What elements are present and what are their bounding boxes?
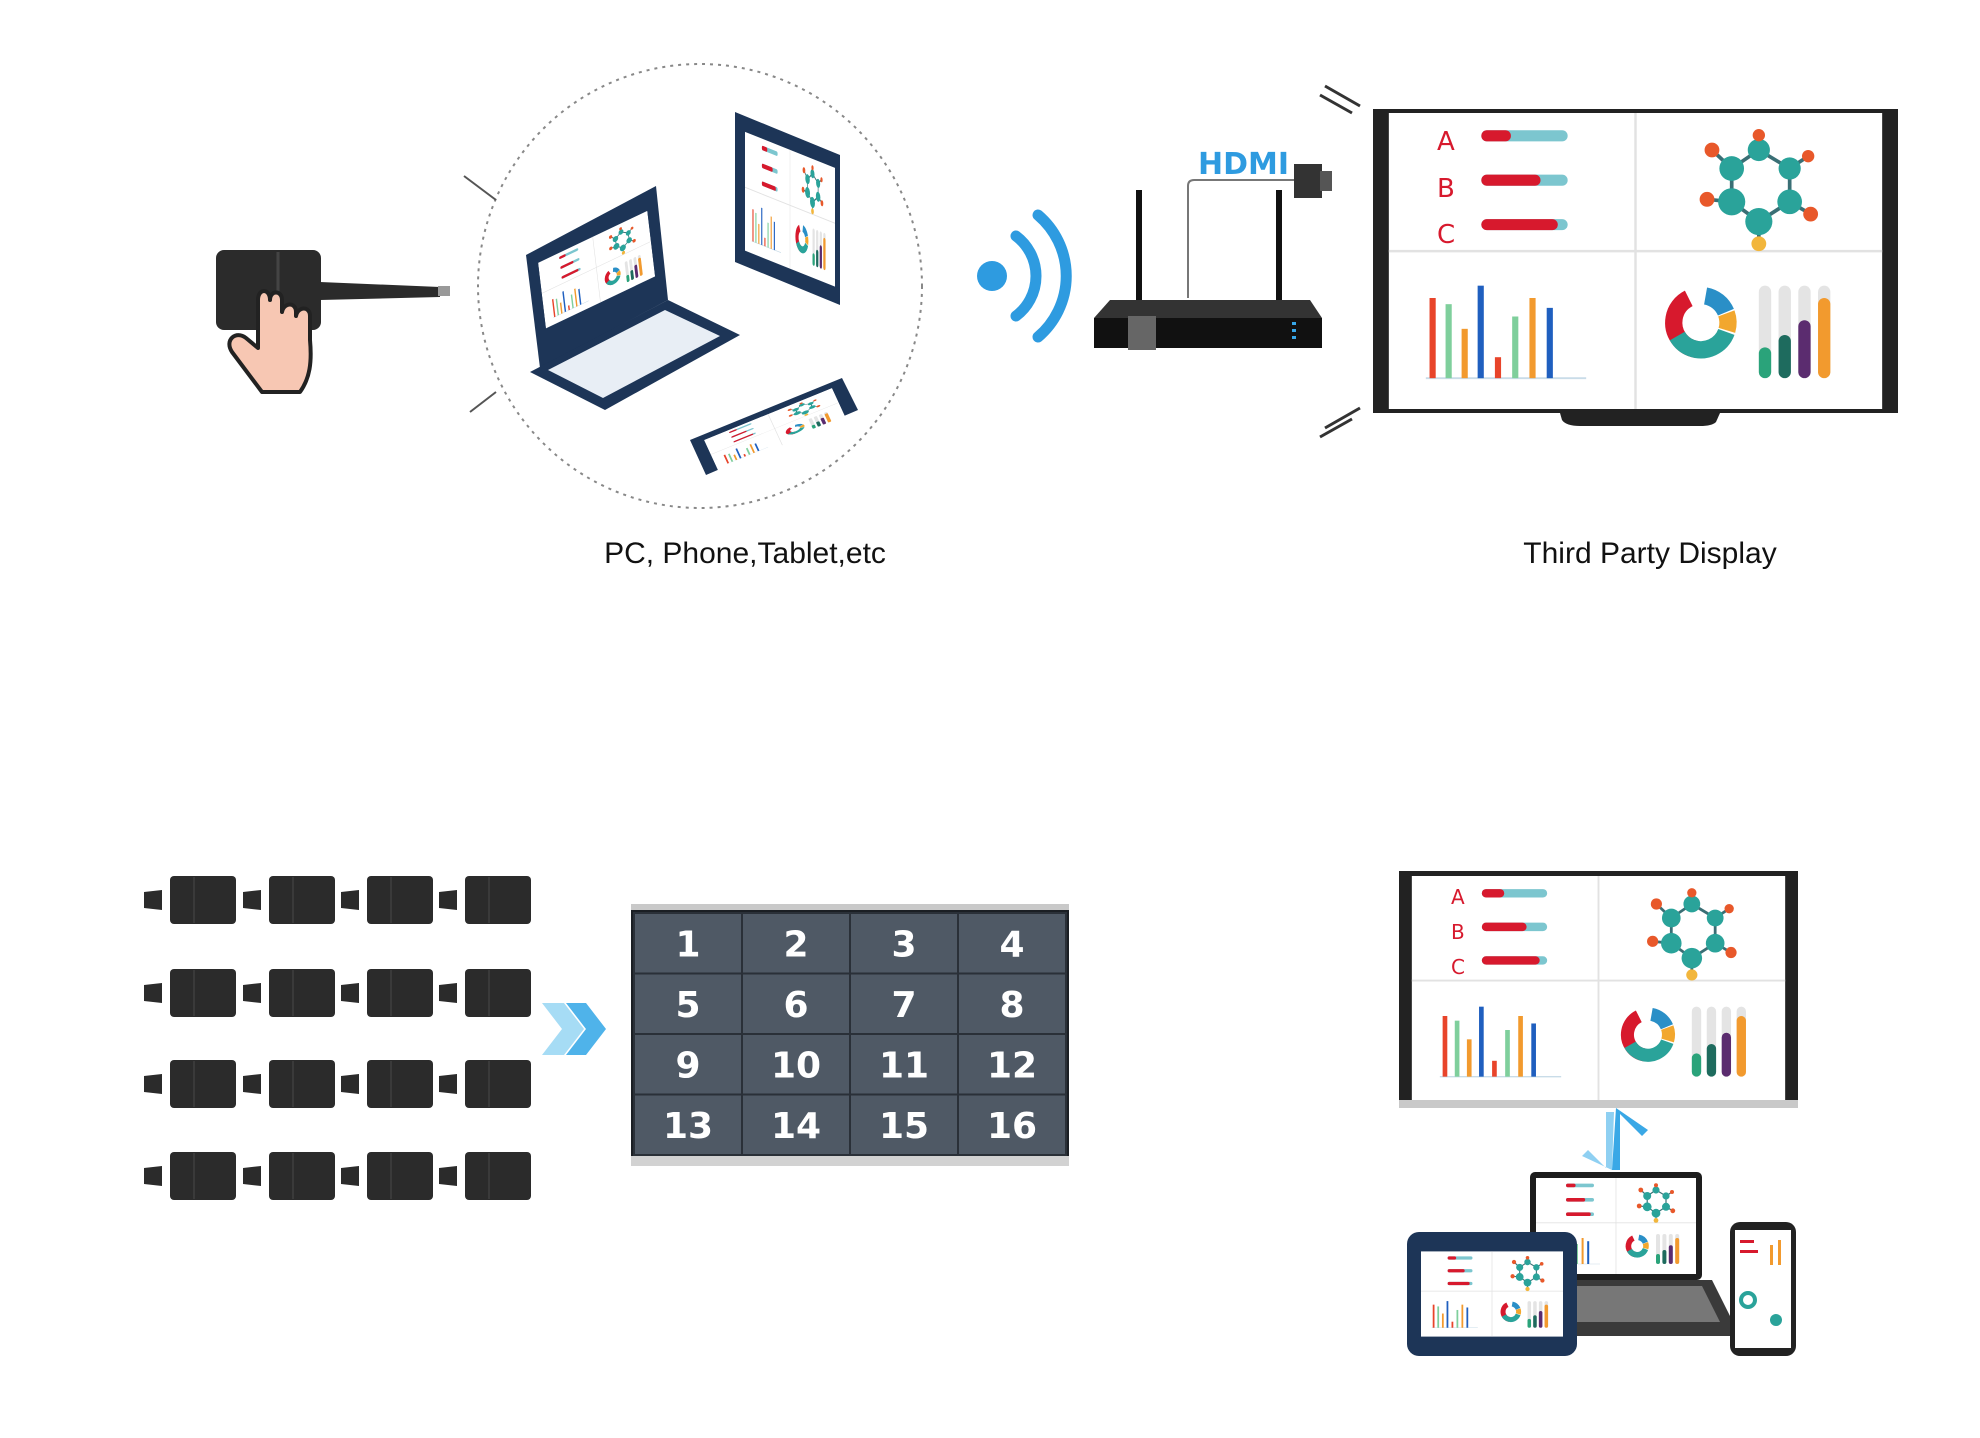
button-dongle-icon	[143, 1059, 237, 1109]
button-dongle-icon	[438, 1151, 532, 1201]
video-wall-tile-number: 1	[675, 924, 700, 965]
button-dongle-icon	[340, 875, 434, 925]
button-dongle-icon	[438, 875, 532, 925]
video-wall-tile-number: 2	[783, 924, 808, 965]
button-dongle-icon	[216, 250, 450, 330]
row-label-b: B	[1437, 174, 1455, 204]
video-wall-tile-number: 3	[891, 924, 916, 965]
video-wall-tile-number: 5	[675, 985, 700, 1026]
interactive-display: A B C	[1399, 871, 1798, 1108]
third-party-display-label: Third Party Display	[1523, 537, 1776, 570]
row-label-c: C	[1451, 955, 1465, 979]
button-dongle-icon	[438, 1059, 532, 1109]
video-wall-tile-number: 16	[987, 1106, 1037, 1147]
video-wall-tile-number: 14	[771, 1106, 821, 1147]
connector-line	[463, 175, 497, 201]
hand-pointer-icon	[227, 289, 313, 394]
phone-icon	[690, 378, 858, 475]
button-dongle-icon	[143, 875, 237, 925]
phone-icon	[1730, 1222, 1796, 1356]
video-wall-tile-number: 9	[675, 1045, 700, 1086]
row-label-c: C	[1437, 220, 1455, 250]
source-devices-label: PC, Phone,Tablet,etc	[604, 537, 886, 570]
dashboard-row-labels: A B C	[1437, 127, 1455, 250]
row-label-a: A	[1451, 885, 1465, 909]
button-dongle-icon	[242, 1059, 336, 1109]
button-dongle-icon	[340, 968, 434, 1018]
dongle-grid	[143, 875, 532, 1201]
tablet-icon	[735, 112, 840, 305]
video-wall-tile-number: 13	[663, 1106, 713, 1147]
wifi-signal-icon	[977, 209, 1072, 343]
double-chevron-right-icon	[542, 1003, 606, 1055]
row-label-a: A	[1437, 127, 1455, 157]
video-wall-tile	[957, 1093, 1067, 1156]
video-wall-tile-number: 6	[783, 985, 808, 1026]
device-group-circle	[477, 63, 923, 509]
button-dongle-icon	[340, 1151, 434, 1201]
hdmi-connector-icon	[1294, 164, 1332, 198]
video-wall-tile-number: 8	[999, 985, 1024, 1026]
tablet-icon	[1407, 1232, 1577, 1356]
button-dongle-icon	[242, 968, 336, 1018]
button-dongle-icon	[340, 1059, 434, 1109]
button-dongle-icon	[143, 1151, 237, 1201]
button-dongle-icon	[143, 968, 237, 1018]
receiver-box-icon	[1094, 179, 1322, 350]
third-party-display: A B C	[1319, 84, 1898, 439]
video-wall-tile-number: 11	[879, 1045, 929, 1086]
connector-line	[469, 391, 497, 413]
button-dongle-icon	[242, 875, 336, 925]
video-wall-tile-number: 12	[987, 1045, 1037, 1086]
button-dongle-icon	[438, 968, 532, 1018]
video-wall-tile-number: 4	[999, 924, 1024, 965]
row-label-b: B	[1451, 920, 1465, 944]
video-wall-tile-number: 15	[879, 1106, 929, 1147]
button-dongle-icon	[242, 1151, 336, 1201]
laptop-icon	[526, 186, 740, 410]
video-wall-tile-number: 7	[891, 985, 916, 1026]
sync-arrows-icon	[1582, 1108, 1648, 1170]
video-wall-tile-number: 10	[771, 1045, 821, 1086]
hdmi-label: HDMI	[1198, 147, 1289, 182]
